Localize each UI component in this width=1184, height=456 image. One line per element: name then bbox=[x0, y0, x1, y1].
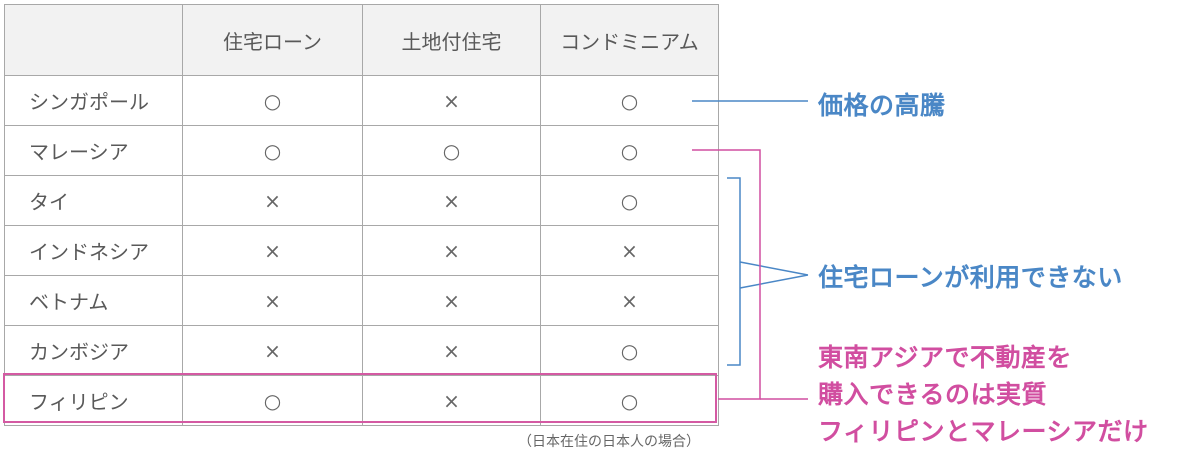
mark-cell: × bbox=[362, 375, 541, 426]
no-loan-bracket bbox=[727, 177, 741, 366]
mark-cell: ○ bbox=[362, 125, 541, 176]
price-callout: 価格の高騰 bbox=[818, 91, 946, 120]
country-cell: タイ bbox=[4, 175, 183, 226]
purchase-callout-line: フィリピンとマレーシアだけ bbox=[818, 417, 1149, 446]
no-loan-arrow bbox=[739, 261, 809, 289]
country-cell: カンボジア bbox=[4, 325, 183, 376]
country-cell: インドネシア bbox=[4, 225, 183, 276]
purchase-bracket bbox=[692, 149, 761, 400]
country-cell: フィリピン bbox=[4, 375, 183, 426]
purchase-callout: 東南アジアで不動産を 購入できるのは実質 フィリピンとマレーシアだけ bbox=[818, 339, 1149, 450]
purchase-callout-line: 購入できるのは実質 bbox=[818, 380, 1048, 409]
no-loan-callout: 住宅ローンが利用できない bbox=[818, 263, 1123, 292]
mark-cell: × bbox=[362, 75, 541, 126]
mark-cell: ○ bbox=[540, 175, 719, 226]
mark-cell: × bbox=[182, 325, 363, 376]
header-condominium: コンドミニアム bbox=[540, 4, 719, 76]
header-land-house: 土地付住宅 bbox=[362, 4, 541, 76]
header-row: 住宅ローン 土地付住宅 コンドミニアム bbox=[4, 4, 719, 76]
header-corner bbox=[4, 4, 183, 76]
mark-cell: ○ bbox=[540, 325, 719, 376]
table-row: シンガポール ○ × ○ bbox=[4, 75, 719, 126]
mark-cell: × bbox=[362, 325, 541, 376]
mark-cell: × bbox=[182, 175, 363, 226]
mark-cell: ○ bbox=[540, 375, 719, 426]
mark-cell: ○ bbox=[182, 125, 363, 176]
comparison-table: 住宅ローン 土地付住宅 コンドミニアム シンガポール ○ × ○ マレーシア ○… bbox=[4, 4, 719, 426]
table-row: インドネシア × × × bbox=[4, 225, 719, 276]
mark-cell: × bbox=[362, 225, 541, 276]
mark-cell: ○ bbox=[182, 75, 363, 126]
purchase-callout-line: 東南アジアで不動産を bbox=[818, 343, 1073, 372]
mark-cell: ○ bbox=[182, 375, 363, 426]
table-row: ベトナム × × × bbox=[4, 275, 719, 326]
philippines-highlight-box bbox=[3, 373, 717, 423]
table-row: カンボジア × × ○ bbox=[4, 325, 719, 376]
country-cell: マレーシア bbox=[4, 125, 183, 176]
mark-cell: ○ bbox=[540, 75, 719, 126]
footnote: （日本在住の日本人の場合） bbox=[518, 434, 700, 450]
table-row: フィリピン ○ × ○ bbox=[4, 375, 719, 426]
